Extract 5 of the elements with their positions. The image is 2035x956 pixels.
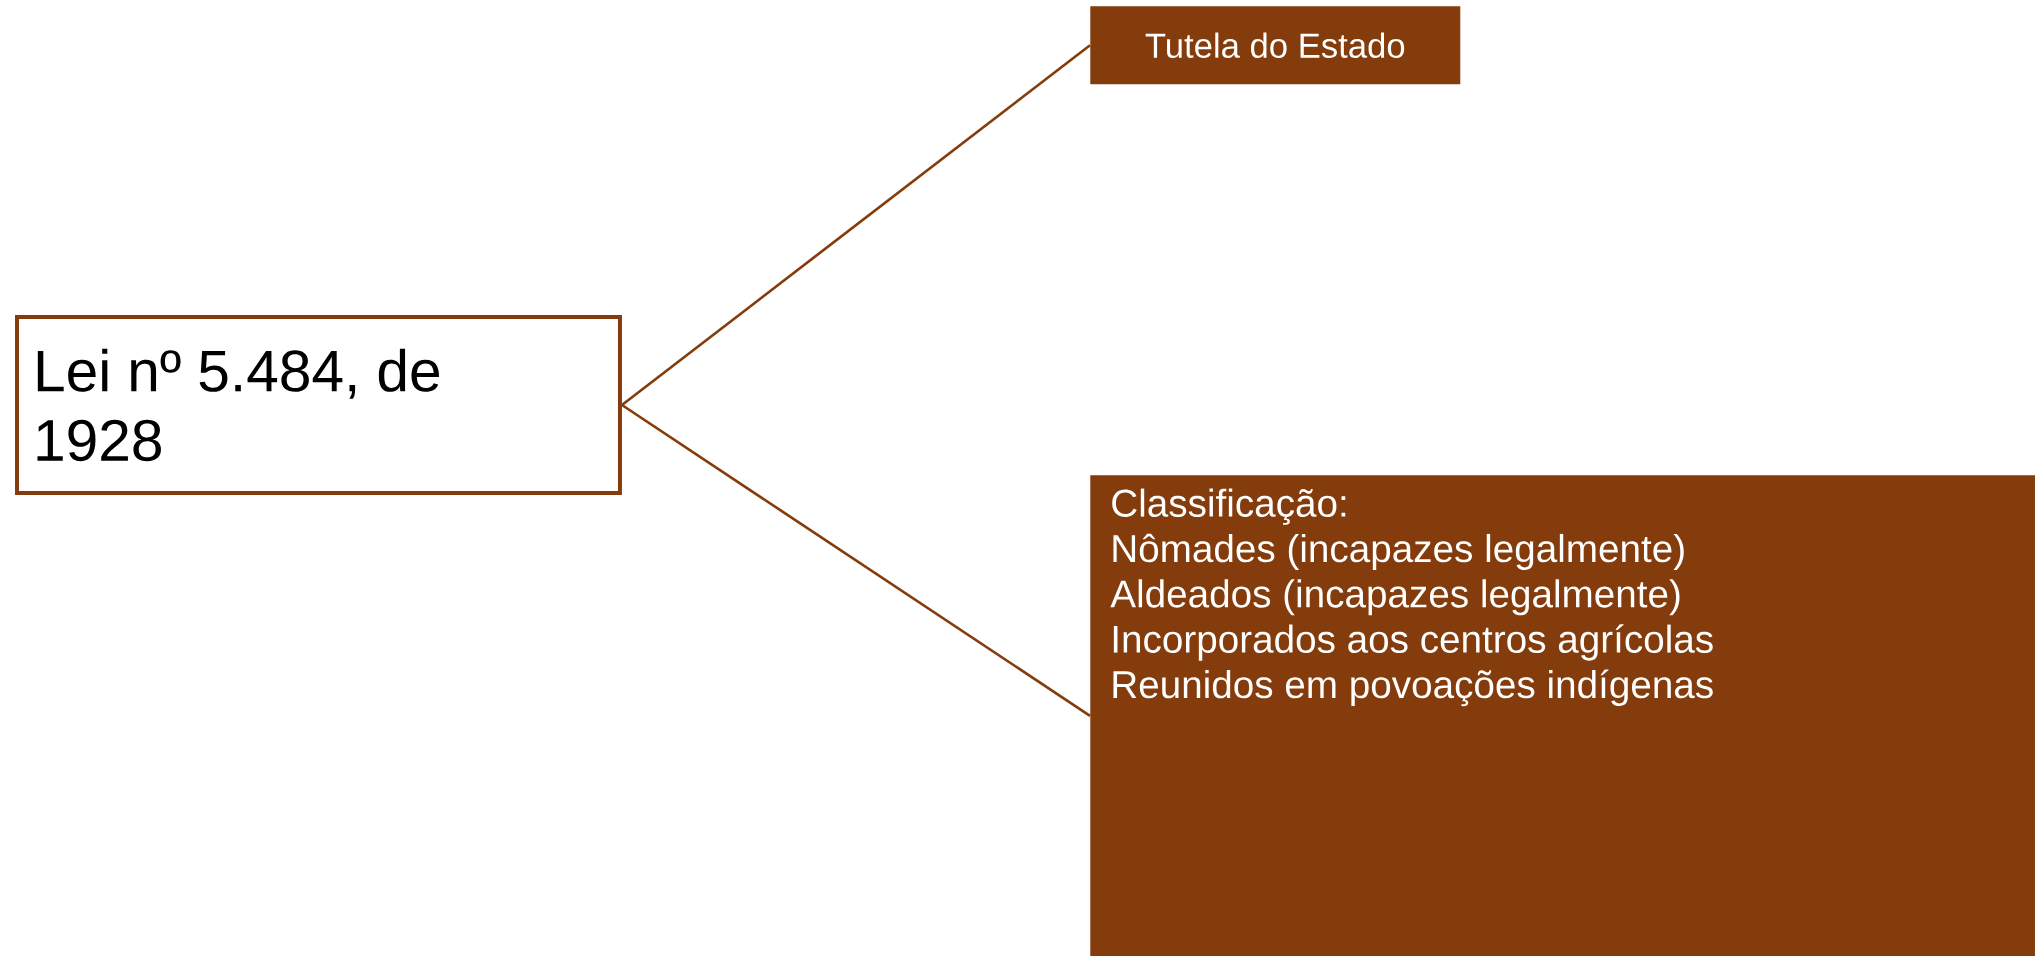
connector-line xyxy=(621,403,1091,717)
connector-line xyxy=(621,44,1091,407)
title-box: Tutela do Estado xyxy=(1090,6,1461,85)
law-box: Lei nº 5.484, de 1928 xyxy=(15,315,622,495)
classification-box: Classificação: Nômades (incapazes legalmente) Aldeados (incapazes legalmente) Incorporados aos centros agrícolas Reunidos em povoações indígenas xyxy=(1090,475,2035,956)
